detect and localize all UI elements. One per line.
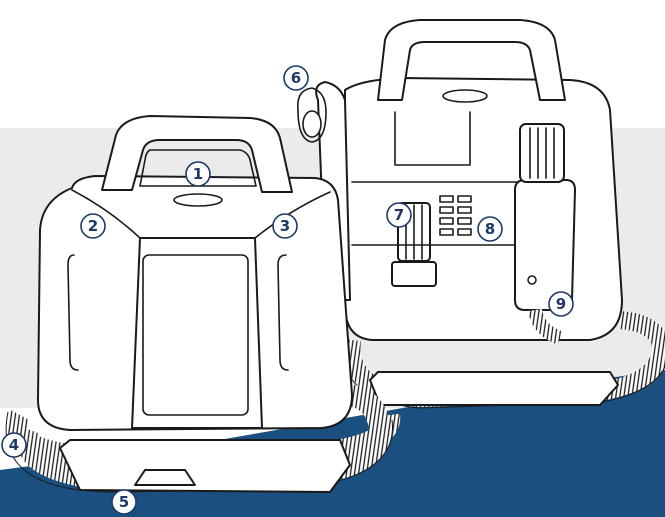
handle-grip-window	[139, 149, 257, 187]
callout-1-label: 1	[193, 165, 203, 183]
tool-nozzle-ribs	[529, 127, 555, 179]
tool-button	[527, 275, 537, 285]
cord-hook	[296, 87, 327, 143]
front-handle	[101, 115, 293, 193]
callout-3: 3	[272, 213, 298, 239]
rear-handle-knob	[442, 89, 488, 103]
callout-9-label: 9	[556, 295, 566, 313]
callout-8-label: 8	[485, 220, 495, 238]
cord-hook-ring	[302, 110, 322, 138]
front-window	[142, 254, 249, 416]
rear-hose-coil	[342, 311, 665, 408]
callout-3-label: 3	[280, 217, 290, 235]
front-unit	[5, 115, 401, 493]
rear-side-panel	[394, 111, 471, 166]
callout-7: 7	[386, 202, 412, 228]
tool-hose-link	[528, 308, 563, 345]
callout-5: 5	[111, 489, 137, 515]
front-handle-knob	[173, 193, 223, 207]
callout-7-label: 7	[394, 206, 404, 224]
right-side-recess	[277, 254, 289, 371]
front-base	[59, 439, 351, 493]
callout-4: 4	[1, 432, 27, 458]
accessory-strap	[351, 181, 521, 246]
callout-9: 9	[548, 291, 574, 317]
front-shoulder-left	[71, 189, 141, 239]
callout-6-label: 6	[291, 69, 301, 87]
callout-4-label: 4	[9, 436, 19, 454]
rear-handle	[377, 19, 566, 101]
callout-2-label: 2	[88, 217, 98, 235]
callout-2: 2	[80, 213, 106, 239]
vent-grill	[439, 195, 472, 236]
callout-1: 1	[185, 161, 211, 187]
front-shoulder-right	[254, 191, 331, 239]
rear-body	[344, 77, 623, 341]
callout-8: 8	[477, 216, 503, 242]
tool-holder	[514, 179, 576, 311]
rear-base	[369, 371, 619, 406]
front-foot	[134, 469, 196, 486]
callout-5-label: 5	[119, 493, 129, 511]
callout-6: 6	[283, 65, 309, 91]
tool-nozzle	[519, 123, 565, 183]
left-side-recess	[67, 254, 79, 371]
